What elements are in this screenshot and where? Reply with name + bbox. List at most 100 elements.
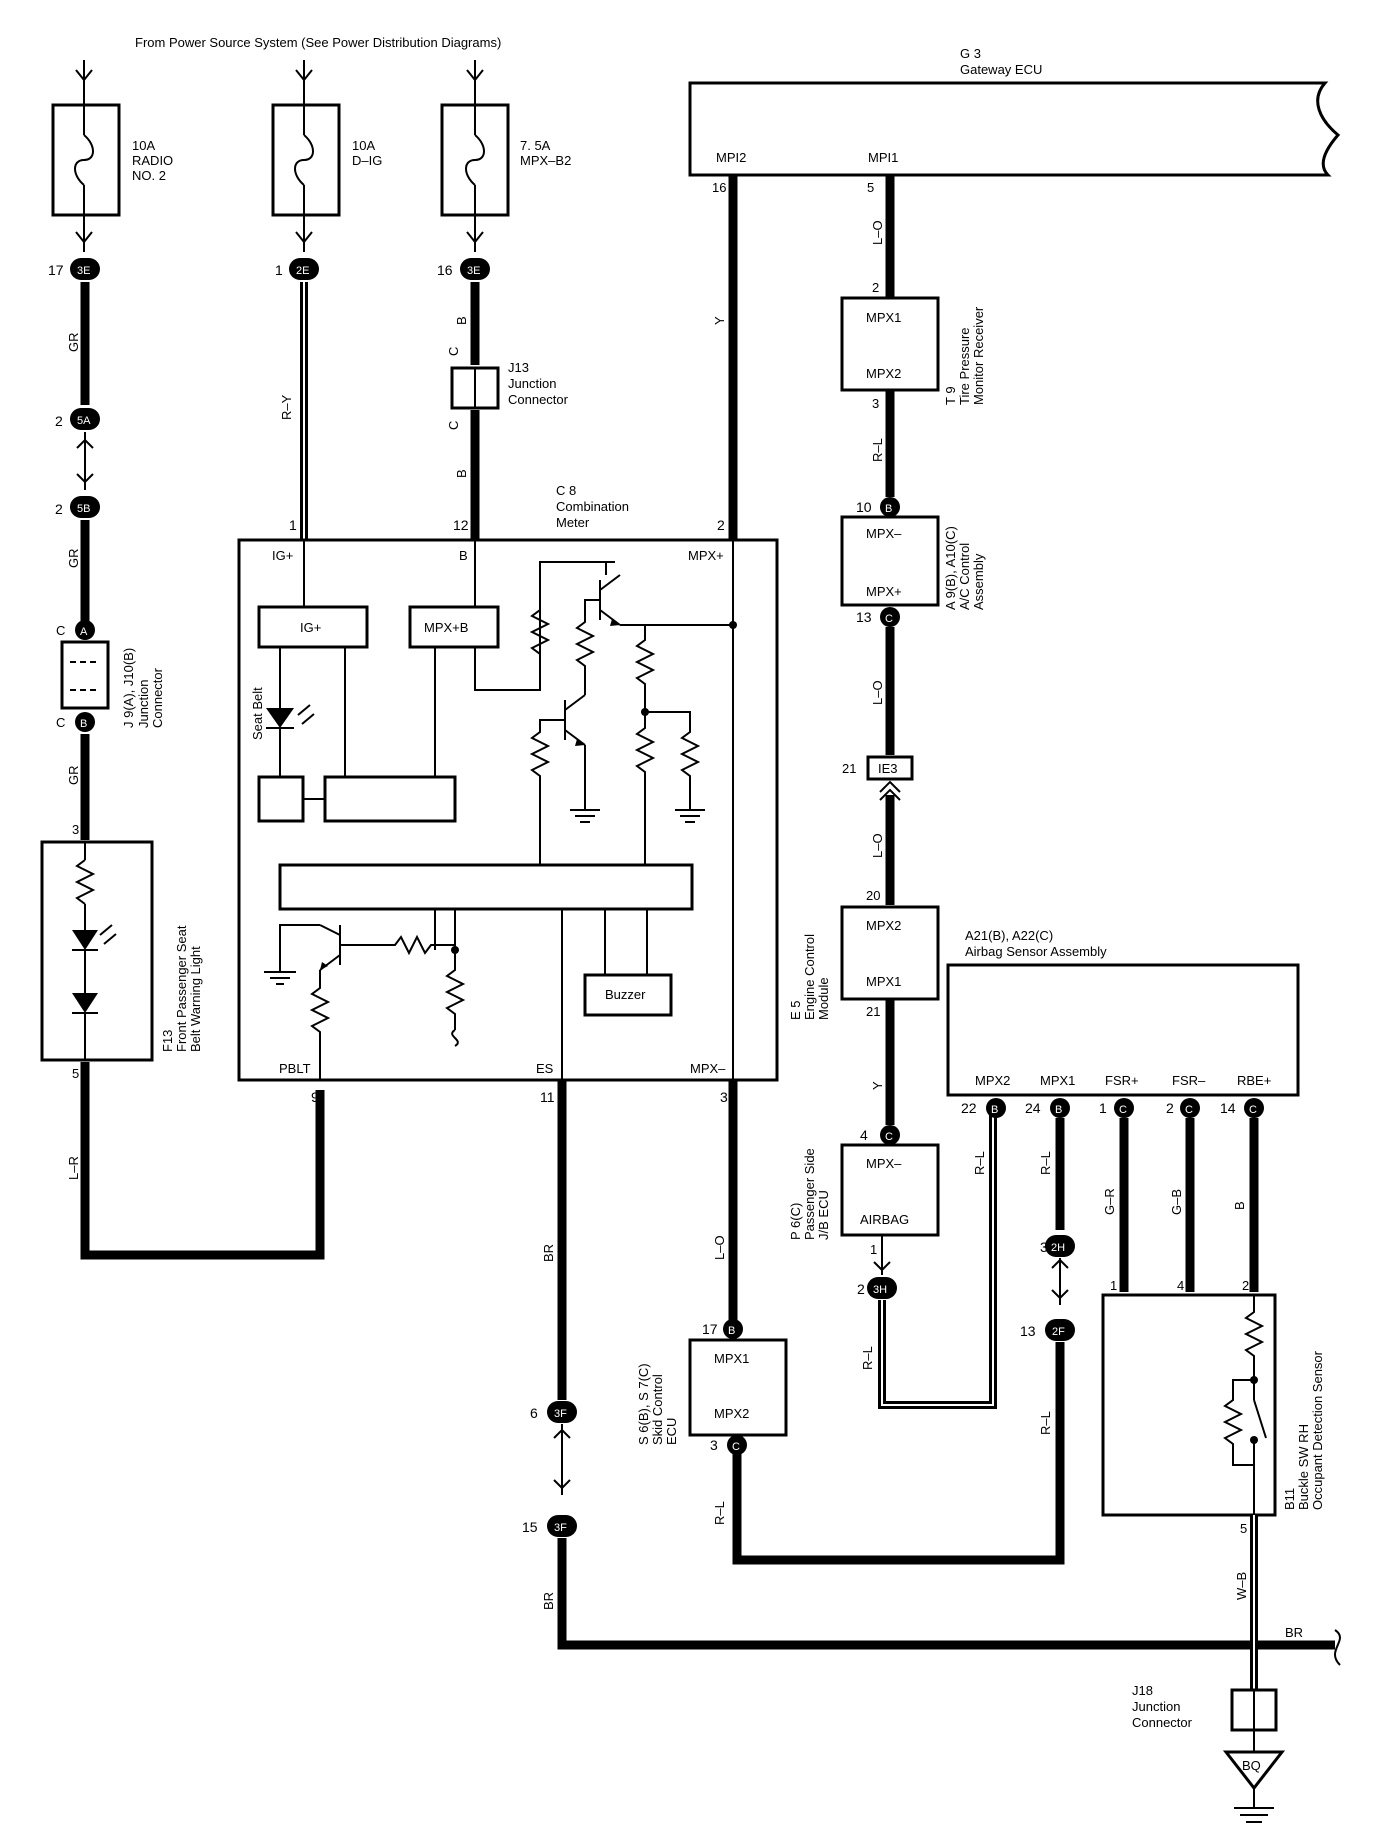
component-name: Engine Control — [802, 934, 817, 1020]
seat-belt-label: Seat Belt — [250, 687, 265, 740]
mpx-b-block-label: MPX+B — [424, 620, 468, 635]
wire-color: R–L — [870, 438, 885, 462]
pin-label-b: B — [459, 548, 468, 563]
pin-label-mpx1: MPX1 — [1040, 1073, 1075, 1088]
junction-connector-j9-j10: C A C B J 9(A), J10(B) Junction Connecto… — [56, 620, 165, 732]
component-name: Buckle SW RH — [1296, 1424, 1311, 1510]
p6-passenger-side-jb-ecu: 4 C MPX– AIRBAG 1 P 6(C) Passenger Side … — [788, 1115, 997, 1409]
component-name-2: Occupant Detection Sensor — [1310, 1350, 1325, 1510]
component-id: B11 — [1282, 1488, 1297, 1510]
middle-wires: R–Y B C C J13 Junction Connector B Y — [279, 175, 738, 540]
component-name: Tire Pressure — [957, 327, 972, 405]
pin-number: 3 — [72, 822, 79, 837]
es-ground-wire: BR 6 3F 15 3F BR BR — [522, 1080, 1341, 1666]
component-name-2: Connector — [508, 392, 569, 407]
pin-number: 1 — [1099, 1100, 1107, 1116]
pin-label-mpi1: MPI1 — [868, 150, 898, 165]
component-id: G 3 — [960, 46, 981, 61]
fuse-radio-no2: 10A RADIO NO. 2 — [51, 60, 173, 252]
component-name-2: Belt Warning Light — [188, 946, 203, 1052]
wire-color: W–B — [1234, 1572, 1249, 1600]
pin-label-mpx2: MPX2 — [975, 1073, 1010, 1088]
component-name: Combination — [556, 499, 629, 514]
wire-color: L–O — [870, 833, 885, 858]
pin-letter: B — [1055, 1104, 1062, 1116]
fuse-name: D–IG — [352, 153, 382, 168]
t9-tire-pressure-monitor: L–O 2 MPX1 MPX2 3 T 9 Tire Pressure Moni… — [840, 175, 986, 497]
pin-label-mpx1: MPX1 — [714, 1351, 749, 1366]
connector-label: 2H — [1051, 1242, 1065, 1254]
pin-label-mpx-minus: MPX– — [690, 1061, 726, 1076]
fuse-rating: 10A — [352, 138, 375, 153]
component-id: C 8 — [556, 483, 576, 498]
component-name-2: Monitor Receiver — [971, 306, 986, 405]
pin-number: 3 — [1040, 1239, 1048, 1255]
pin-number: 2 — [1166, 1100, 1174, 1116]
pin-letter: B — [885, 503, 892, 515]
fuse-name: RADIO — [132, 153, 173, 168]
component-name: Junction — [136, 680, 151, 728]
gateway-ecu: G 3 Gateway ECU MPI2 MPI1 16 5 — [688, 46, 1341, 195]
pin-number: 17 — [48, 262, 64, 278]
pin-label: C — [56, 623, 65, 638]
wire-color: GR — [66, 549, 81, 569]
b11-buckle-sw-occupant-sensor: 1 4 2 B11 Buckle SW RH Occupant Detectio… — [1101, 1278, 1325, 1690]
wire-color: R–L — [1038, 1151, 1053, 1175]
ig-block-label: IG+ — [300, 620, 321, 635]
connector-5a: 2 5A — [55, 408, 100, 430]
pin-label: C — [56, 715, 65, 730]
wire-color: BR — [1285, 1625, 1303, 1640]
connector-label: 3F — [554, 1408, 567, 1420]
component-id: P 6(C) — [788, 1203, 803, 1240]
pin-label: C — [446, 347, 461, 356]
component-id: A21(B), A22(C) — [965, 928, 1053, 943]
component-id: T 9 — [943, 386, 958, 405]
component-name: Junction — [508, 376, 556, 391]
f13-seat-belt-warning-light: 3 5 F13 Front Passenger Seat Belt Warnin… — [40, 822, 203, 1081]
pin-letter: B — [991, 1104, 998, 1116]
wire-color: Y — [870, 1081, 885, 1090]
pin-number: 11 — [540, 1089, 555, 1105]
pin-number: 1 — [1110, 1278, 1117, 1293]
ground-label: BQ — [1242, 1758, 1261, 1773]
pin-letter: C — [885, 1131, 893, 1143]
buzzer-label: Buzzer — [605, 987, 646, 1002]
pin-number: 20 — [866, 888, 880, 903]
connector-label: 3E — [77, 265, 90, 277]
wire-color: GR — [66, 333, 81, 353]
pin-label-mpx-plus: MPX+ — [866, 584, 902, 599]
pin-label-mpx1: MPX1 — [866, 974, 901, 989]
component-name: Passenger Side — [802, 1148, 817, 1240]
wire-color: R–Y — [279, 394, 294, 420]
pin-label-mpx2: MPX2 — [714, 1406, 749, 1421]
connector-5b: 2 5B — [55, 496, 100, 518]
wire-color: B — [454, 316, 469, 325]
connector-3e-mpx-b2: 16 3E — [437, 258, 490, 280]
component-id: J 9(A), J10(B) — [121, 648, 136, 728]
pin-number: 2 — [1242, 1278, 1249, 1293]
fuse-rating: 10A — [132, 138, 155, 153]
component-name-2: ECU — [664, 1418, 679, 1445]
pin-number: 14 — [1220, 1100, 1236, 1116]
pin-label-airbag: AIRBAG — [860, 1212, 909, 1227]
pin-label-fsr-minus: FSR– — [1172, 1073, 1206, 1088]
wire-color: BR — [541, 1244, 556, 1262]
component-name: A/C Control — [957, 543, 972, 610]
component-id: S 6(B), S 7(C) — [636, 1363, 651, 1445]
pin-number: 1 — [870, 1242, 877, 1257]
pin-number: 13 — [1020, 1323, 1036, 1339]
wire-color: BR — [541, 1592, 556, 1610]
pin-number: 6 — [530, 1405, 538, 1421]
component-name: Skid Control — [650, 1374, 665, 1445]
pin-number: 22 — [961, 1100, 977, 1116]
pin-letter: C — [1249, 1104, 1257, 1116]
component-name: Front Passenger Seat — [174, 925, 189, 1052]
pin-number: 9 — [311, 1089, 319, 1105]
fuse-rating: 7. 5A — [520, 138, 551, 153]
pin-number: 3 — [872, 396, 879, 411]
pin-label-mpx2: MPX2 — [866, 918, 901, 933]
pin-label-mpx-minus: MPX– — [866, 526, 902, 541]
component-name-2: Assembly — [971, 553, 986, 610]
pin-label-mpx2: MPX2 — [866, 366, 901, 381]
connector-label: 5A — [77, 415, 91, 427]
